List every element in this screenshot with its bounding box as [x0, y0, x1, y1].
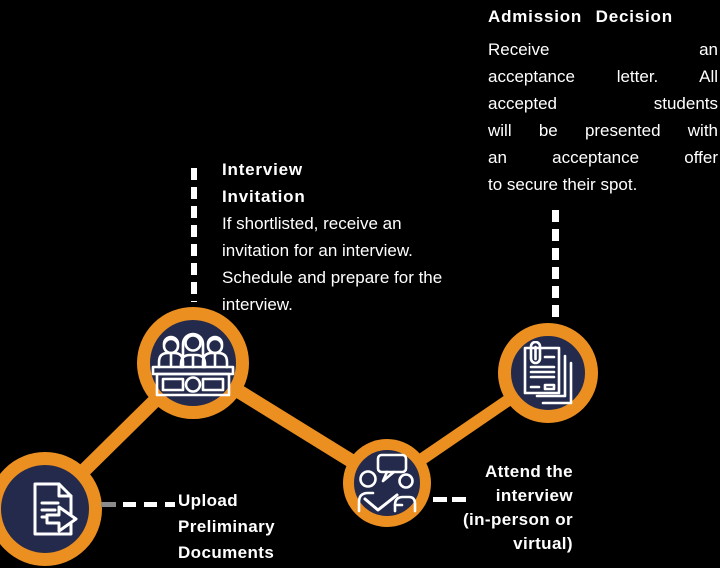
dashed-guide-upload-gray	[101, 502, 116, 507]
label-line: (in-person or	[462, 510, 573, 529]
interview-invitation-body: If shortlisted, receive an invitation fo…	[222, 210, 512, 318]
dashed-guide-interview-invitation	[191, 168, 197, 302]
body-line: to secure their spot.	[488, 175, 638, 194]
conversation-icon	[357, 453, 417, 513]
body-line: acceptance letter. All	[488, 67, 718, 86]
step-circle-admission-decision	[498, 323, 598, 423]
step-circle-interview-invitation	[137, 307, 249, 419]
dashed-guide-admission-decision	[552, 210, 559, 318]
acceptance-letter-icon	[523, 341, 573, 405]
label-line: Documents	[178, 543, 275, 562]
admission-decision-body: Receive an acceptance letter. All accept…	[488, 36, 718, 198]
label-line: virtual)	[513, 534, 573, 553]
label-line: Upload	[178, 491, 239, 510]
label-line: interview	[495, 486, 573, 505]
body-line: If shortlisted, receive an	[222, 214, 402, 233]
step-circle-upload	[0, 452, 102, 566]
title-line: Interview	[222, 160, 303, 179]
body-line: Schedule and prepare for the	[222, 268, 443, 287]
body-line: accepted students	[488, 94, 718, 113]
interview-invitation-title: Interview Invitation	[222, 156, 306, 210]
dashed-guide-attend	[433, 497, 467, 502]
attend-interview-label: Attend the interview (in-person or virtu…	[393, 460, 573, 556]
upload-documents-label: Upload Preliminary Documents	[178, 488, 275, 566]
body-line: interview.	[222, 295, 293, 314]
document-upload-icon	[33, 482, 78, 536]
body-line: invitation for an interview.	[222, 241, 413, 260]
admission-decision-title: Admission Decision	[488, 7, 673, 26]
dashed-guide-upload	[123, 502, 175, 507]
interview-panel-icon	[151, 332, 235, 397]
body-line: an acceptance offer	[488, 148, 718, 167]
label-line: Preliminary	[178, 517, 276, 536]
body-line: will be presented with	[488, 121, 718, 140]
label-line: Attend the	[484, 462, 573, 481]
title-line: Invitation	[222, 187, 306, 206]
step-circle-attend-interview	[343, 439, 431, 527]
body-line: Receive an	[488, 40, 718, 59]
